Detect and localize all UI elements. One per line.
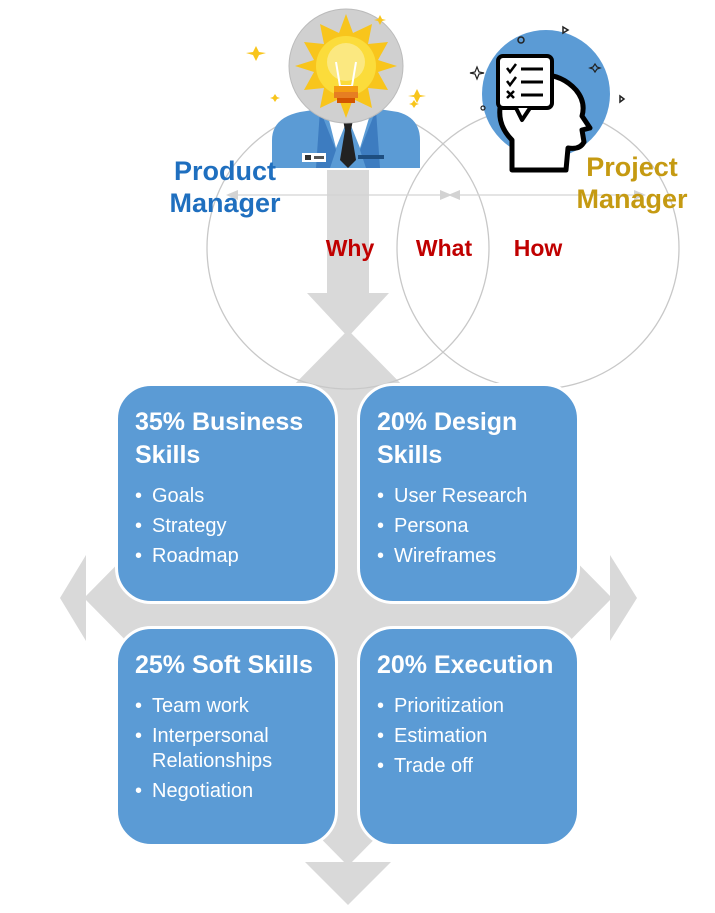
list-item: • Estimation [377, 724, 563, 749]
list-item: • Prioritization [377, 694, 563, 719]
list-item-label: Trade off [394, 755, 473, 777]
card-title: 20% Execution [377, 651, 554, 679]
project-manager-label: Project Manager [576, 152, 688, 214]
bullet-icon: • [135, 515, 143, 537]
list-item: • Team work [135, 694, 321, 719]
list-item-label: Strategy [152, 515, 227, 537]
bullet-icon: • [377, 725, 385, 747]
card-title: 20% Design Skills [377, 408, 518, 469]
why-label: Why [325, 235, 375, 261]
bullet-icon: • [377, 485, 385, 507]
list-item-label: Wireframes [394, 545, 497, 567]
list-item-label: Goals [152, 485, 205, 507]
checklist-thinking-head-icon [469, 25, 626, 173]
execution-card: 20% Execution • Prioritization • Estimatio… [357, 626, 580, 847]
list-item-label: Roadmap [152, 545, 239, 567]
bullet-icon: • [135, 725, 143, 747]
product-manager-label: Product Manager [169, 156, 281, 218]
what-label: What [415, 235, 473, 261]
design-skills-card: 20% Design Skills • User Research • Person… [357, 383, 580, 604]
bullet-icon: • [377, 695, 385, 717]
bullet-icon: • [135, 485, 143, 507]
list-item-label: Estimation [394, 725, 488, 747]
list-item: • User Research [377, 484, 563, 509]
card-list: • Prioritization • Estimation • Trade off [377, 694, 563, 779]
list-item-label: Prioritization [394, 695, 505, 717]
list-item: • Goals [135, 484, 321, 509]
bullet-icon: • [135, 545, 143, 567]
list-item-label: Interpersonal Relationships [152, 725, 273, 772]
business-skills-card: 35% Business Skills • Goals • Strategy • Ro… [115, 383, 338, 604]
list-item: • Trade off [377, 754, 563, 779]
bullet-icon: • [135, 780, 143, 802]
list-item: • Interpersonal Relationships [135, 724, 321, 774]
how-label: How [513, 235, 563, 261]
bullet-icon: • [377, 755, 385, 777]
bullet-icon: • [377, 515, 385, 537]
card-list: • User Research • Persona • Wireframes [377, 484, 563, 569]
card-title: 25% Soft Skills [135, 651, 313, 679]
list-item-label: Persona [394, 515, 469, 537]
card-list: • Goals • Strategy • Roadmap [135, 484, 321, 569]
list-item-label: Negotiation [152, 780, 254, 802]
list-item: • Strategy [135, 514, 321, 539]
list-item: • Persona [377, 514, 563, 539]
list-item: • Wireframes [377, 544, 563, 569]
double-arrow-left [226, 190, 452, 200]
list-item: • Negotiation [135, 779, 321, 804]
card-list: •Team work •Interpersonal Relationships … [135, 694, 321, 804]
soft-skills-card: 25% Soft Skills • Team work • Interpersona… [115, 626, 338, 847]
lightbulb-head-businessman-icon [246, 8, 426, 168]
bullet-icon: • [135, 695, 143, 717]
bullet-icon: • [377, 545, 385, 567]
list-item-label: User Research [394, 485, 528, 507]
list-item-label: Team work [152, 695, 249, 717]
double-arrow-right [448, 190, 646, 200]
list-item: • Roadmap [135, 544, 321, 569]
card-title: 35% Business Skills [135, 408, 304, 469]
